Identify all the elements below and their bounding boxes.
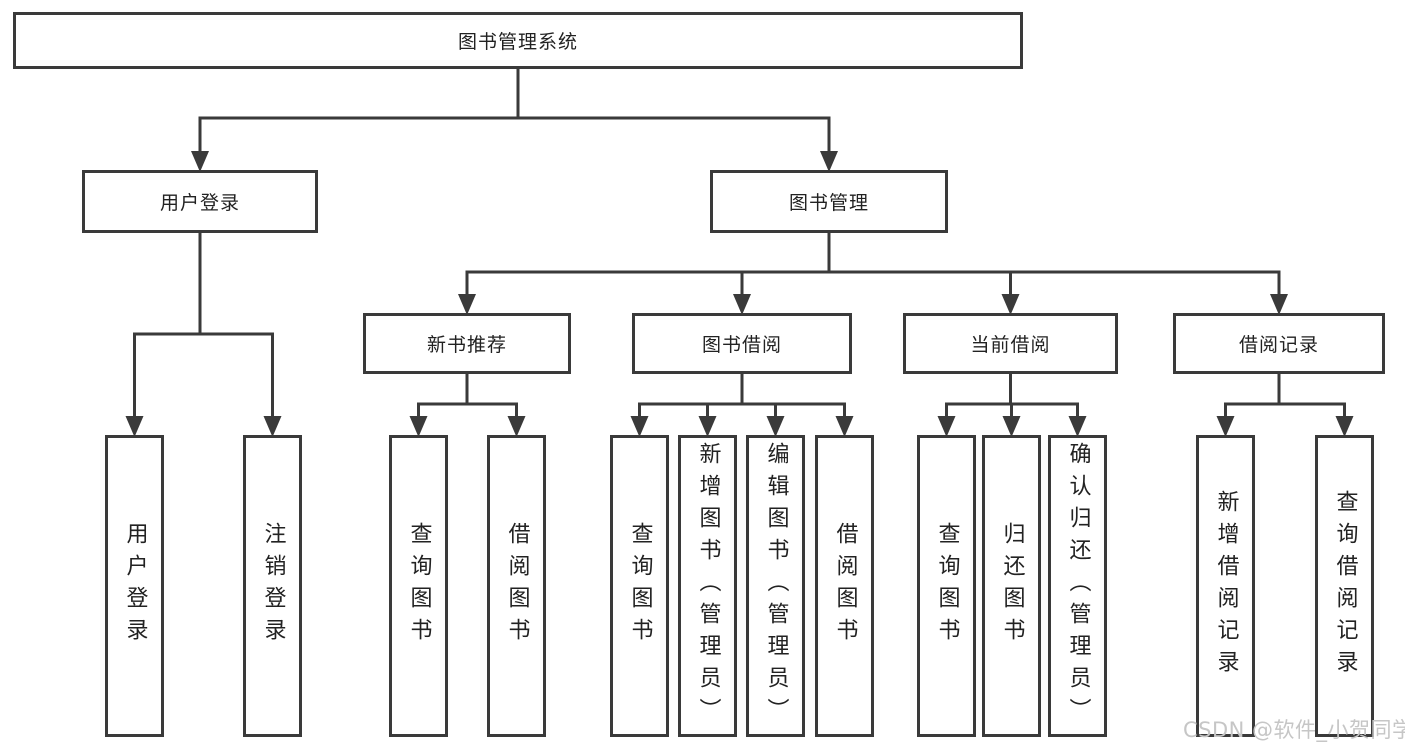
leaf-add-borrow-record: 新增借阅记录 bbox=[1196, 435, 1255, 737]
node-current-borrow: 当前借阅 bbox=[903, 313, 1118, 374]
arrowhead-new-book-recommend-group bbox=[409, 416, 526, 437]
watermark: CSDN @软件_小贺同学 bbox=[1183, 718, 1405, 742]
node-label: 查询借阅记录 bbox=[1332, 490, 1358, 682]
node-label: 编辑图书（管理员） bbox=[763, 442, 789, 730]
node-label: 确认归还（管理员） bbox=[1065, 442, 1091, 730]
leaf-add-book-admin: 新增图书（管理员） bbox=[678, 435, 737, 737]
leaf-query-borrow-record: 查询借阅记录 bbox=[1315, 435, 1374, 737]
leaf-query-books-current: 查询图书 bbox=[917, 435, 976, 737]
connector-user-login bbox=[133, 231, 274, 421]
node-user-login: 用户登录 bbox=[82, 170, 318, 233]
node-label: 用户登录 bbox=[122, 522, 148, 650]
node-label: 查询图书 bbox=[627, 522, 653, 650]
leaf-return-books: 归还图书 bbox=[982, 435, 1041, 737]
node-label: 查询图书 bbox=[934, 522, 960, 650]
node-label: 归还图书 bbox=[999, 522, 1025, 650]
node-label: 新增图书（管理员） bbox=[695, 442, 721, 730]
node-book-borrow: 图书借阅 bbox=[632, 313, 852, 374]
connector-book-management bbox=[465, 231, 1281, 299]
node-label: 图书借阅 bbox=[701, 334, 782, 356]
node-label: 当前借阅 bbox=[970, 334, 1051, 356]
arrowhead-current-borrow-group bbox=[937, 416, 1087, 437]
node-label: 新书推荐 bbox=[426, 334, 507, 356]
node-label: 注销登录 bbox=[260, 522, 286, 650]
leaf-query-books-recommend: 查询图书 bbox=[389, 435, 448, 737]
leaf-edit-book-admin: 编辑图书（管理员） bbox=[746, 435, 805, 737]
node-label: 借阅图书 bbox=[832, 522, 858, 650]
node-label: 用户登录 bbox=[159, 192, 240, 214]
leaf-borrow-books-recommend: 借阅图书 bbox=[487, 435, 546, 737]
node-library-management-system: 图书管理系统 bbox=[13, 12, 1023, 69]
arrowhead-borrow-records-group bbox=[1216, 416, 1354, 437]
connector-book-borrow bbox=[638, 372, 846, 421]
connector-borrow-records bbox=[1224, 372, 1346, 421]
connector-current-borrow bbox=[945, 372, 1079, 421]
node-label: 查询图书 bbox=[406, 522, 432, 650]
leaf-confirm-return-admin: 确认归还（管理员） bbox=[1048, 435, 1107, 737]
leaf-query-books-borrow: 查询图书 bbox=[610, 435, 669, 737]
node-new-book-recommend: 新书推荐 bbox=[363, 313, 571, 374]
node-label: 图书管理 bbox=[788, 192, 869, 214]
leaf-user-login: 用户登录 bbox=[105, 435, 164, 737]
arrowhead-book-borrow-group bbox=[630, 416, 854, 437]
connector-root bbox=[198, 67, 831, 155]
connector-new-book-recommend bbox=[417, 372, 518, 421]
node-label: 借阅记录 bbox=[1238, 334, 1319, 356]
node-book-management: 图书管理 bbox=[710, 170, 948, 233]
arrowhead-user-login-group bbox=[125, 416, 282, 437]
arrowhead-book-management-group bbox=[458, 294, 1288, 315]
leaf-borrow-books: 借阅图书 bbox=[815, 435, 874, 737]
node-label: 图书管理系统 bbox=[457, 31, 578, 53]
node-label: 借阅图书 bbox=[504, 522, 530, 650]
node-label: 新增借阅记录 bbox=[1213, 490, 1239, 682]
arrowhead-root-group bbox=[191, 151, 838, 172]
node-borrow-records: 借阅记录 bbox=[1173, 313, 1385, 374]
leaf-logout: 注销登录 bbox=[243, 435, 302, 737]
